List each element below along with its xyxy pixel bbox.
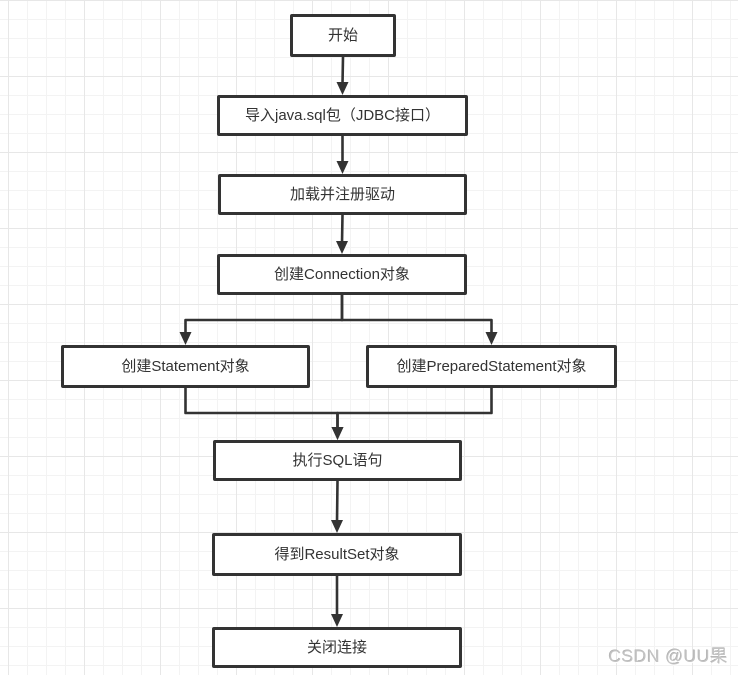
csdn-watermark: CSDN @UU果 <box>608 646 728 666</box>
arrow-down-icon <box>485 332 498 345</box>
node-label-statement: 创建Statement对象 <box>121 357 250 375</box>
node-label-load: 加载并注册驱动 <box>289 185 395 203</box>
flowchart-node-statement: 创建Statement对象 <box>61 345 310 388</box>
flowchart-node-execute: 执行SQL语句 <box>213 440 462 481</box>
flowchart-node-load: 加载并注册驱动 <box>218 174 467 215</box>
arrow-down-icon <box>336 241 348 254</box>
flowchart-edge-start-to-import <box>341 56 345 85</box>
node-label-execute: 执行SQL语句 <box>292 451 383 469</box>
flowchart-edge-load-to-connection <box>340 214 344 244</box>
node-label-prepared: 创建PreparedStatement对象 <box>396 357 587 375</box>
arrow-down-icon <box>331 520 343 533</box>
flowchart-edge-connection-to-prepared <box>340 295 493 334</box>
flowchart-node-import: 导入java.sql包（JDBC接口） <box>217 95 468 136</box>
arrow-down-icon <box>331 427 344 440</box>
arrow-down-icon <box>336 82 349 95</box>
flowchart-edge-execute-to-resultset <box>335 480 339 523</box>
arrow-down-icon <box>179 332 192 345</box>
node-label-close: 关闭连接 <box>306 638 367 656</box>
flowchart-node-prepared: 创建PreparedStatement对象 <box>366 345 617 388</box>
flowchart-edge-prepared-to-execute <box>336 388 493 429</box>
arrow-down-icon <box>331 614 343 627</box>
node-label-connection: 创建Connection对象 <box>274 265 410 283</box>
flowchart-node-resultset: 得到ResultSet对象 <box>212 533 462 576</box>
flowchart-node-close: 关闭连接 <box>212 627 462 668</box>
node-label-import: 导入java.sql包（JDBC接口） <box>244 106 441 124</box>
node-label-resultset: 得到ResultSet对象 <box>274 545 400 563</box>
flowchart-edge-connection-to-statement <box>184 295 344 334</box>
node-label-start: 开始 <box>327 26 358 44</box>
flowchart-node-start: 开始 <box>290 14 396 57</box>
flowchart-edge-statement-to-execute <box>184 388 339 429</box>
arrow-down-icon <box>336 161 349 174</box>
flowchart-node-connection: 创建Connection对象 <box>217 254 467 295</box>
